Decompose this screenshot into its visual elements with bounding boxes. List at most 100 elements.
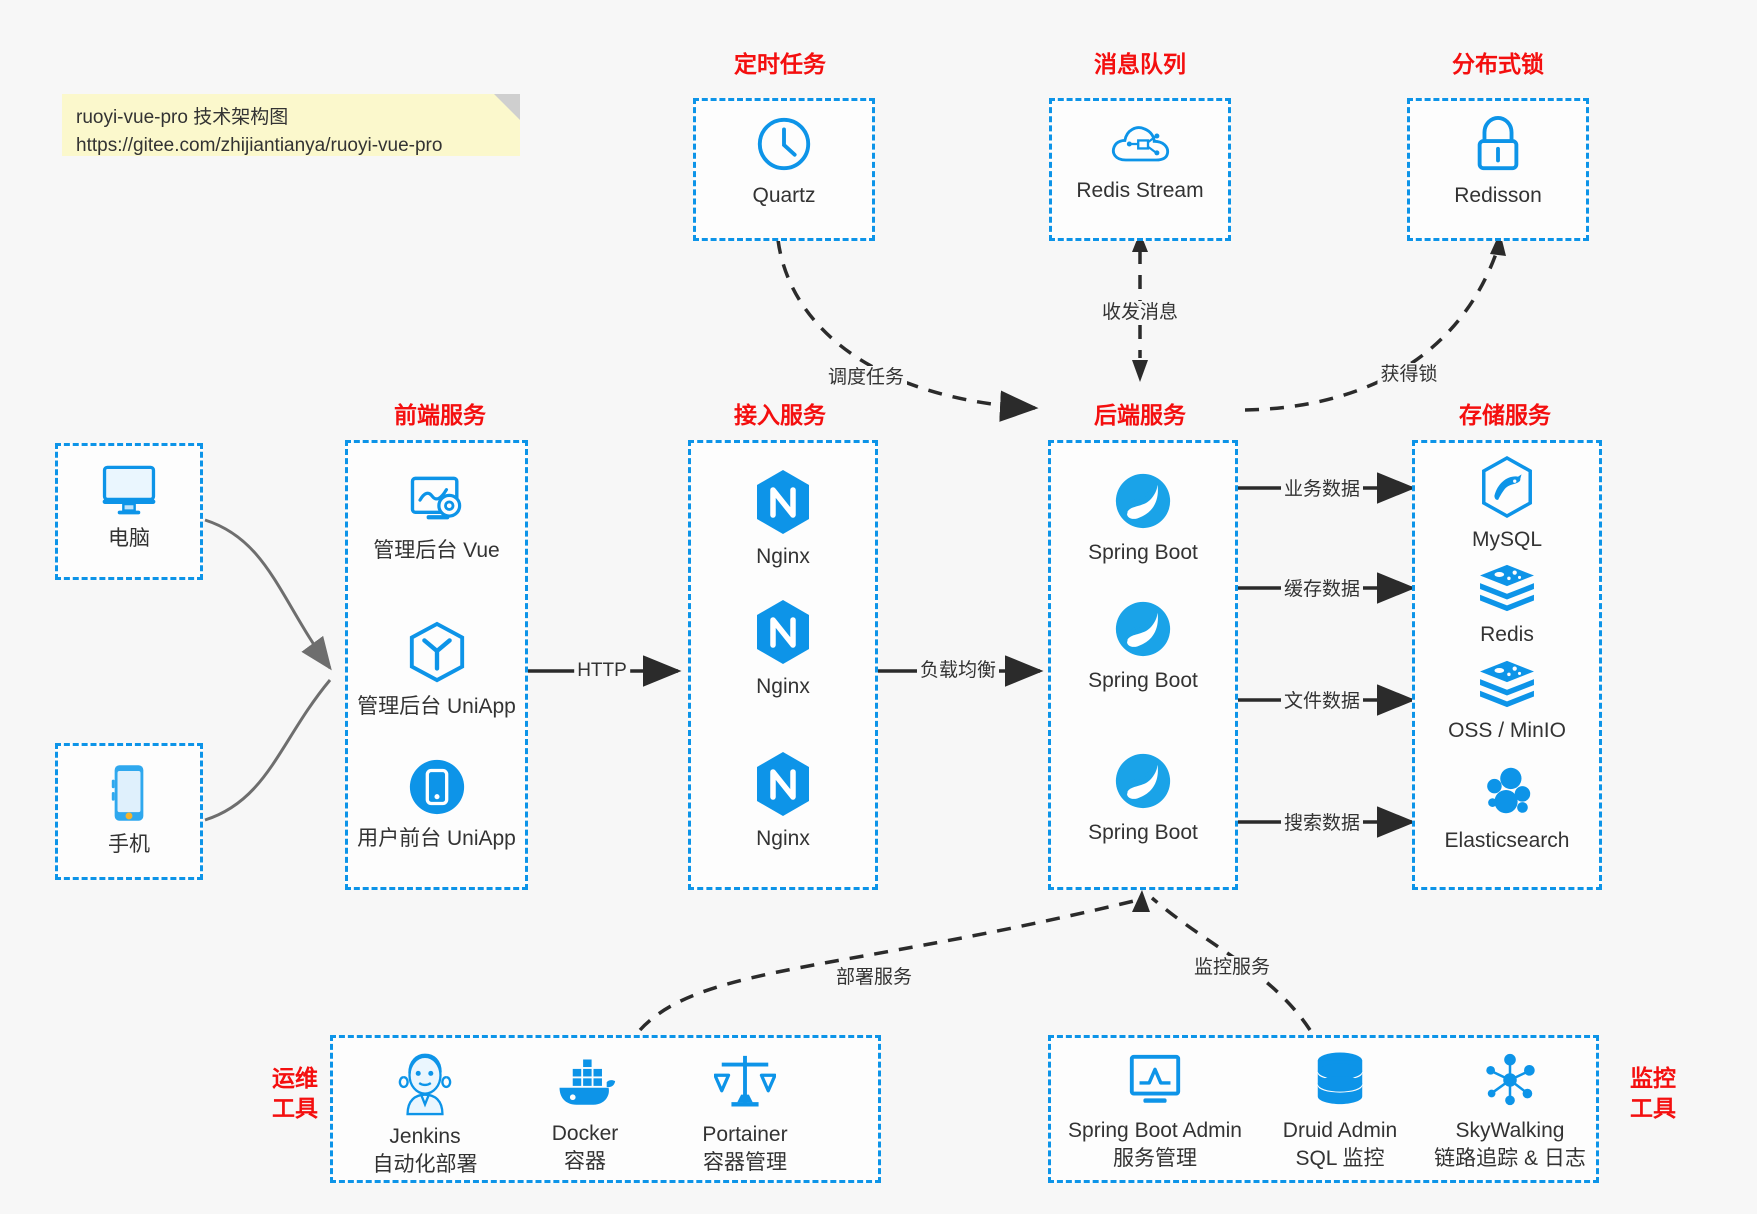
node-portainer[interactable]: Portainer 容器管理 (665, 1052, 825, 1176)
spring-boot-icon (1115, 753, 1171, 809)
node-elasticsearch[interactable]: Elasticsearch (1412, 762, 1602, 854)
spring-boot-icon (1115, 473, 1171, 529)
node-nginx-2[interactable]: Nginx (688, 598, 878, 700)
node-label: Spring Boot (1088, 669, 1198, 692)
edge-label-schedule-task: 调度任务 (824, 366, 908, 390)
edge-label-file-data: 文件数据 (1280, 690, 1364, 714)
node-admin-uniapp[interactable]: 管理后台 UniApp (345, 620, 528, 720)
node-label: OSS / MinIO (1448, 719, 1566, 742)
node-label: MySQL (1471, 528, 1542, 551)
node-label: 手机 (108, 833, 150, 856)
node-label: Docker (551, 1122, 619, 1145)
node-label: Nginx (756, 545, 810, 568)
node-nginx-1[interactable]: Nginx (688, 468, 878, 570)
node-sublabel: 容器管理 (703, 1151, 787, 1174)
node-druid-admin[interactable]: Druid Admin SQL 监控 (1255, 1050, 1425, 1172)
skywalking-node-icon (1486, 1053, 1535, 1106)
node-sublabel: SQL 监控 (1295, 1147, 1385, 1170)
node-redisson[interactable]: Redisson (1407, 113, 1589, 209)
dashboard-gear-icon (410, 476, 461, 520)
edge-label-http: HTTP (574, 659, 630, 683)
devops-title-line1: 运维 (272, 1065, 318, 1091)
group-title-backend: 后端服务 (1094, 402, 1186, 428)
node-label: 管理后台 UniApp (357, 695, 516, 718)
nginx-icon (757, 752, 809, 816)
oss-stack-icon (1480, 660, 1534, 708)
monitoring-title-line2: 工具 (1630, 1095, 1676, 1121)
group-title-devops: 运维 工具 (255, 1063, 335, 1123)
padlock-icon (1477, 115, 1519, 171)
node-redis[interactable]: Redis (1412, 562, 1602, 648)
edge-label-business-data: 业务数据 (1280, 478, 1364, 502)
node-jenkins[interactable]: Jenkins 自动化部署 (345, 1052, 505, 1178)
group-title-frontend: 前端服务 (394, 402, 486, 428)
edge-label-deploy-service: 部署服务 (832, 966, 916, 990)
node-sublabel: 链路追踪 & 日志 (1434, 1147, 1586, 1170)
nginx-icon (757, 470, 809, 534)
node-nginx-3[interactable]: Nginx (688, 750, 878, 852)
node-spring-boot-2[interactable]: Spring Boot (1048, 598, 1238, 694)
node-mysql[interactable]: MySQL (1412, 455, 1602, 553)
monitoring-title-line1: 监控 (1630, 1065, 1676, 1091)
edge-label-acquire-lock: 获得锁 (1377, 363, 1441, 387)
note-fold-corner (494, 94, 520, 120)
cloud-stream-icon (1111, 126, 1170, 162)
node-label: Nginx (756, 675, 810, 698)
mobile-phone-icon (111, 765, 144, 821)
monitor-chart-icon (1129, 1054, 1181, 1103)
devops-title-line2: 工具 (272, 1095, 318, 1121)
mobile-circle-icon (409, 759, 464, 815)
edge-label-monitor-service: 监控服务 (1190, 956, 1274, 980)
node-label: Redisson (1454, 184, 1542, 207)
group-title-gateway: 接入服务 (734, 402, 826, 428)
desktop-monitor-icon (102, 465, 156, 515)
node-label: Elasticsearch (1444, 829, 1570, 852)
edge-label-search-data: 搜索数据 (1280, 812, 1364, 836)
node-label: Spring Boot Admin (1068, 1119, 1242, 1142)
node-label: SkyWalking (1455, 1119, 1565, 1142)
node-spring-boot-1[interactable]: Spring Boot (1048, 470, 1238, 566)
group-box-mq (1049, 98, 1231, 241)
note-title: ruoyi-vue-pro 技术架构图 (76, 107, 289, 128)
group-title-scheduler: 定时任务 (734, 51, 826, 77)
node-spring-boot-admin[interactable]: Spring Boot Admin 服务管理 (1055, 1052, 1255, 1172)
group-title-storage: 存储服务 (1459, 402, 1551, 428)
node-mobile[interactable]: 手机 (55, 762, 203, 858)
docker-whale-icon (559, 1059, 616, 1105)
node-oss-minio[interactable]: OSS / MinIO (1412, 658, 1602, 744)
node-redis-stream[interactable]: Redis Stream (1049, 118, 1231, 204)
node-label: 管理后台 Vue (373, 539, 500, 562)
node-skywalking[interactable]: SkyWalking 链路追踪 & 日志 (1420, 1050, 1600, 1172)
node-label: Quartz (752, 184, 816, 207)
node-label: 电脑 (108, 527, 150, 550)
spring-boot-icon (1115, 601, 1171, 657)
node-user-uniapp[interactable]: 用户前台 UniApp (345, 756, 528, 852)
uniapp-hexagon-icon (409, 621, 464, 683)
node-label: Nginx (756, 827, 810, 850)
node-label: Redis Stream (1076, 179, 1204, 202)
node-label: Portainer (702, 1123, 788, 1146)
edge-label-load-balance: 负载均衡 (916, 659, 1000, 683)
note-url: https://gitee.com/zhijiantianya/ruoyi-vu… (76, 135, 443, 156)
node-sublabel: 自动化部署 (372, 1153, 478, 1176)
group-title-monitoring: 监控 工具 (1613, 1063, 1693, 1123)
nginx-icon (757, 600, 809, 664)
node-label: Druid Admin (1282, 1119, 1398, 1142)
portainer-scales-icon (714, 1055, 776, 1107)
group-title-mq: 消息队列 (1094, 51, 1186, 77)
mysql-icon (1482, 455, 1532, 519)
node-spring-boot-3[interactable]: Spring Boot (1048, 750, 1238, 846)
elasticsearch-icon (1487, 767, 1531, 814)
node-desktop[interactable]: 电脑 (55, 460, 203, 552)
node-label: Spring Boot (1088, 821, 1198, 844)
node-label: Jenkins (389, 1125, 461, 1148)
node-admin-vue[interactable]: 管理后台 Vue (345, 472, 528, 564)
node-label: 用户前台 UniApp (357, 827, 516, 850)
sticky-note: ruoyi-vue-pro 技术架构图 https://gitee.com/zh… (62, 94, 520, 156)
node-docker[interactable]: Docker 容器 (505, 1055, 665, 1175)
clock-icon (757, 117, 811, 171)
node-sublabel: 服务管理 (1113, 1147, 1197, 1170)
node-quartz[interactable]: Quartz (693, 113, 875, 209)
node-sublabel: 容器 (564, 1150, 606, 1173)
